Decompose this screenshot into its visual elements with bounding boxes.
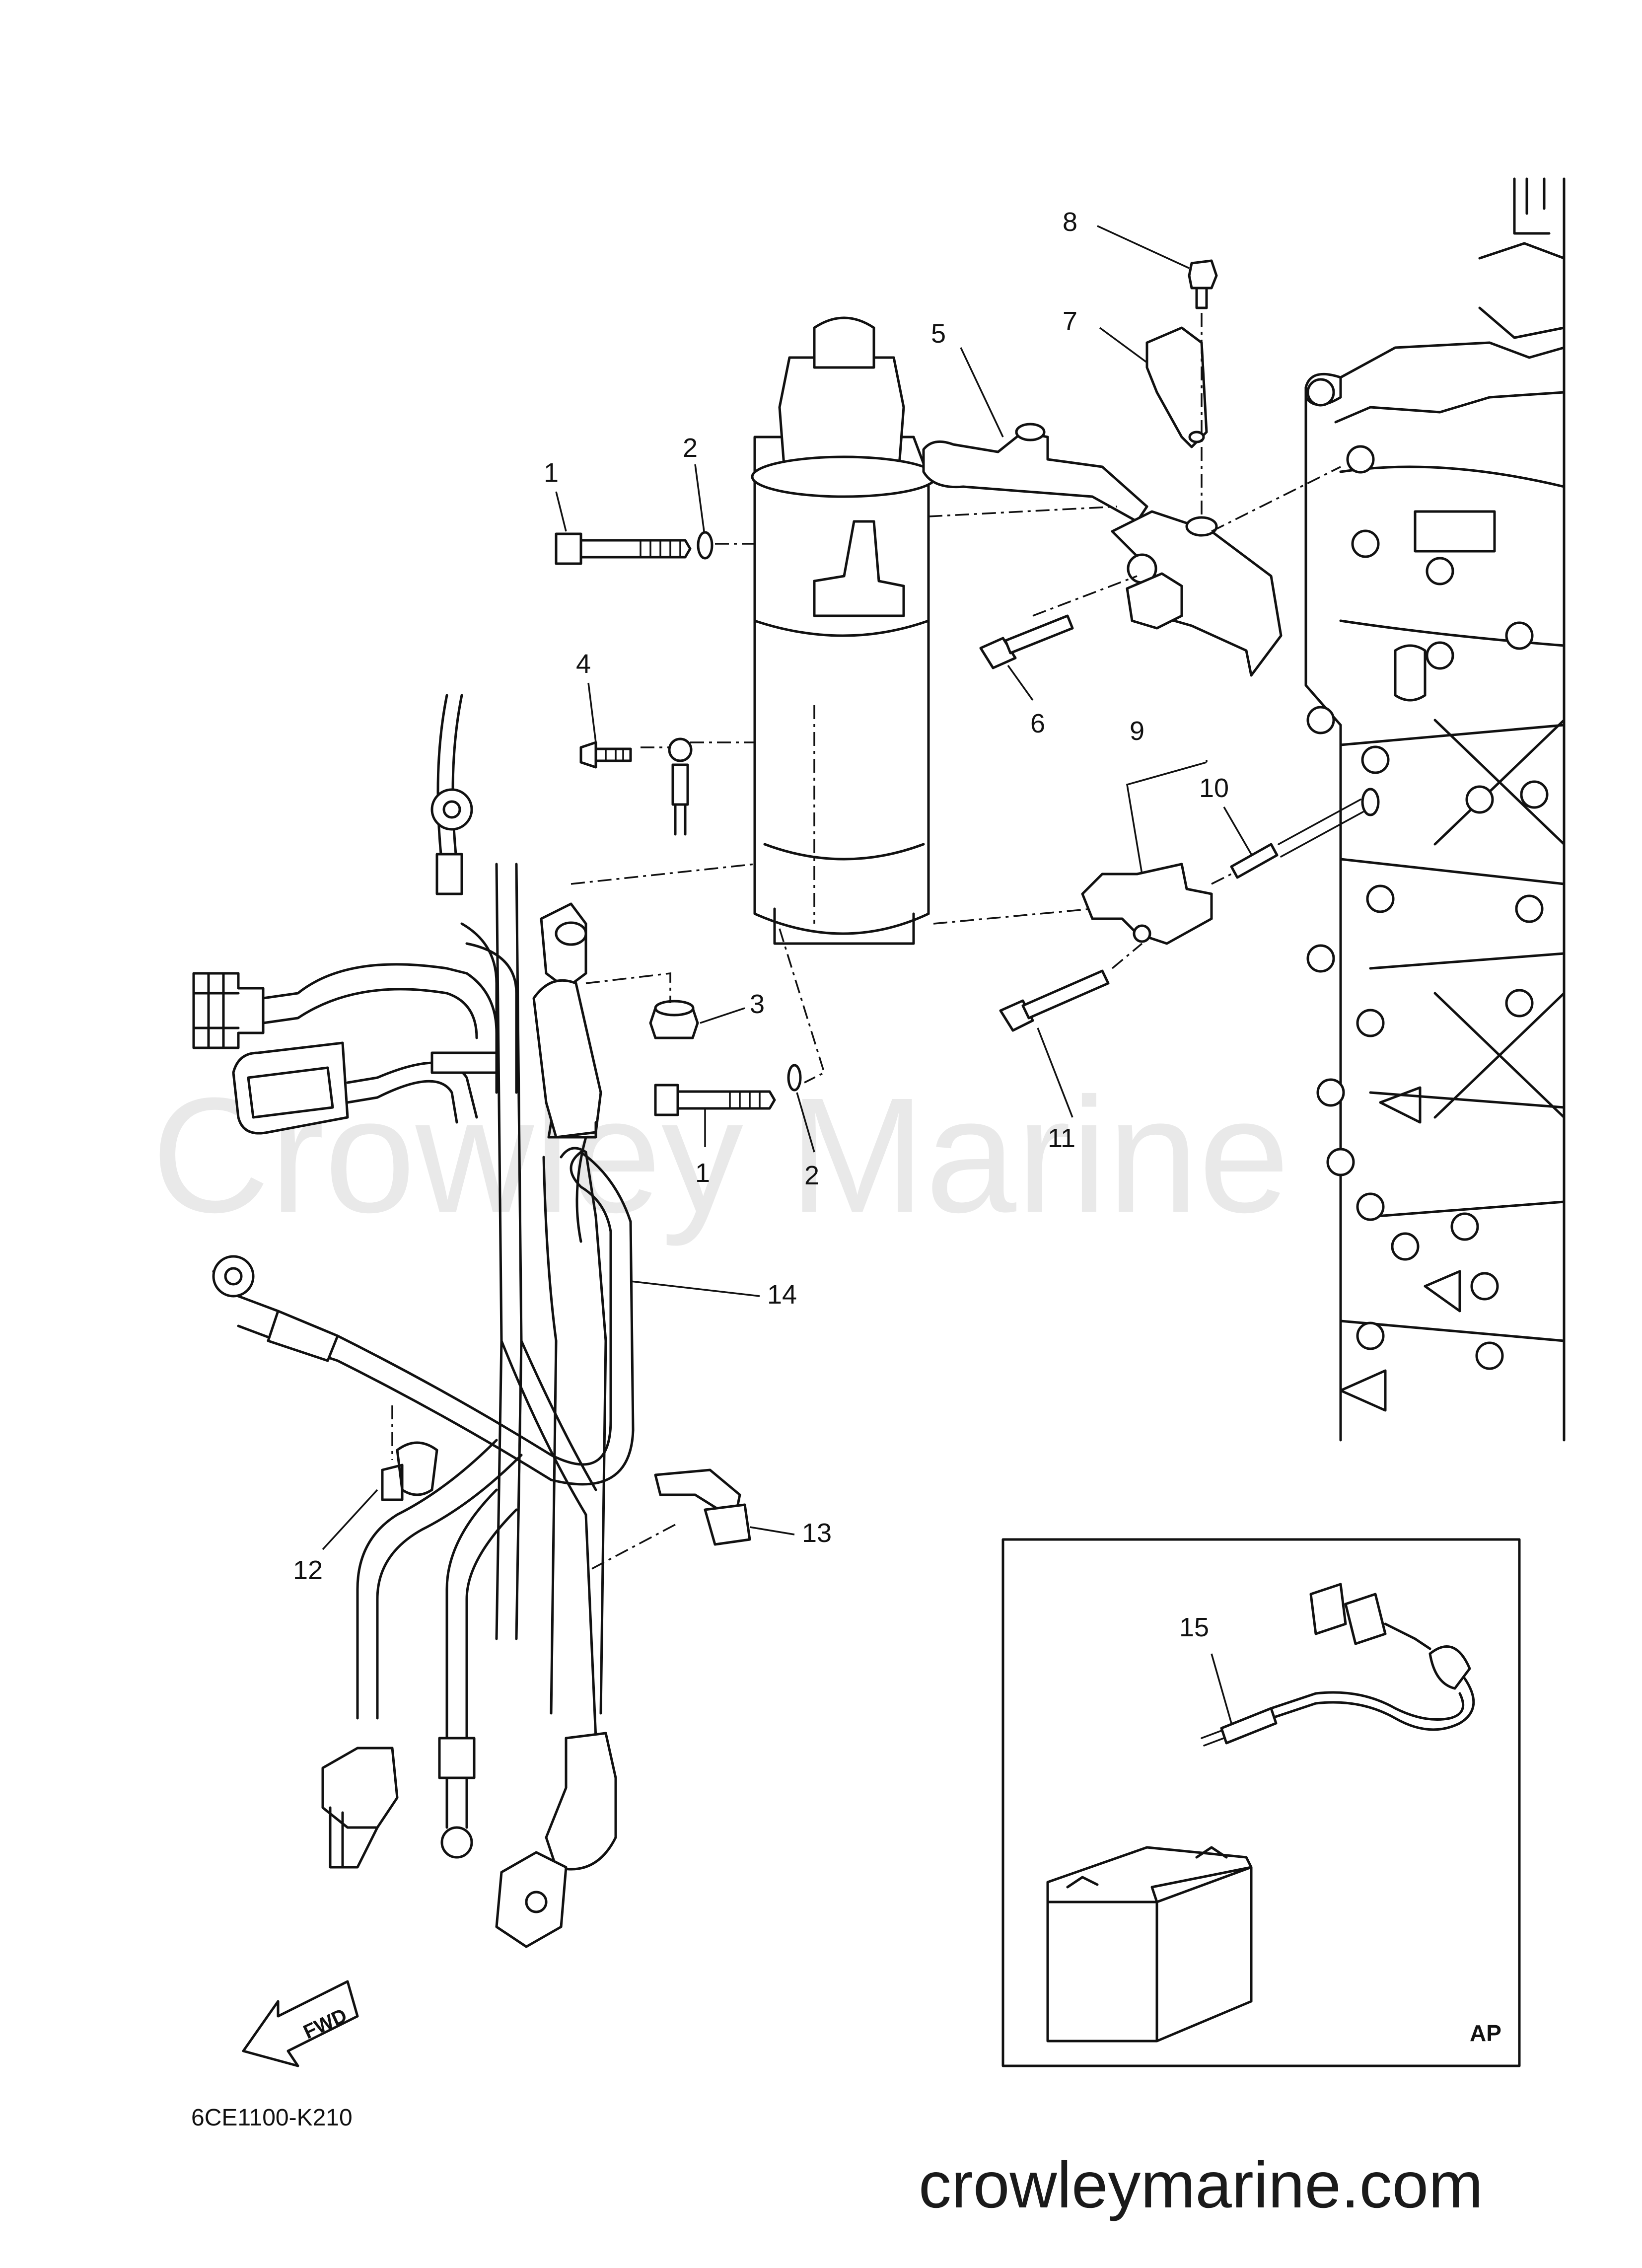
starter-motor (751, 316, 937, 945)
assembly-line (391, 1405, 676, 1570)
leader-lines (322, 225, 1252, 1724)
callout-c2b: 2 (804, 1161, 819, 1190)
part-8-bolt (1188, 259, 1218, 309)
callout-c14: 14 (767, 1280, 797, 1310)
fwd-arrow: FWD (242, 1980, 359, 2067)
inset-box: AP (1001, 1538, 1521, 2067)
callout-numbers: 1 2 4 5 6 7 8 9 10 3 1 2 11 14 12 13 15 (293, 207, 1229, 1642)
callout-c13: 13 (802, 1518, 832, 1548)
ground-wire (668, 737, 693, 836)
engine-block (1304, 177, 1566, 1442)
callout-c4: 4 (576, 649, 591, 679)
callout-c12: 12 (293, 1555, 323, 1585)
callout-c15: 15 (1179, 1612, 1209, 1642)
inset-label: AP (1470, 2020, 1501, 2046)
assembly-line (933, 873, 1232, 969)
part-7-clamp (1145, 326, 1208, 448)
callout-c9: 9 (1130, 716, 1144, 746)
part-4-screw (579, 741, 632, 769)
part-11-bolt (999, 969, 1110, 1032)
website-text: crowleymarine.com (919, 2148, 1483, 2221)
callout-c10: 10 (1199, 773, 1229, 803)
callout-c8: 8 (1063, 207, 1077, 237)
callout-c11: 11 (1048, 1123, 1075, 1153)
assembly-line (571, 863, 826, 1084)
part-10-tube (1230, 788, 1380, 879)
part-12-clip (381, 1441, 438, 1501)
part-1-bolt-upper (555, 532, 692, 565)
part-13-clamp (654, 1468, 751, 1546)
part-1-bolt-lower (654, 1084, 776, 1116)
assembly-line (928, 313, 1341, 617)
callout-c1a: 1 (544, 458, 559, 488)
part-9-holder (1081, 863, 1213, 945)
callout-c3: 3 (750, 989, 765, 1019)
assembly-line (641, 741, 755, 748)
callout-c6: 6 (1030, 709, 1045, 738)
part-3-nut (649, 1000, 699, 1039)
starter-stay (1111, 510, 1283, 677)
callout-c5: 5 (931, 319, 946, 349)
part-5-bracket (922, 423, 1148, 523)
part-6-bolt (979, 614, 1074, 669)
wire-harness (192, 694, 635, 1948)
part-code: 6CE1100-K210 (191, 2105, 353, 2131)
callout-c1b: 1 (695, 1158, 710, 1188)
callout-c7: 7 (1063, 306, 1077, 336)
part-2-washer-lower (787, 1064, 802, 1092)
part-2-washer-upper (697, 531, 714, 560)
callout-c2a: 2 (683, 433, 698, 463)
